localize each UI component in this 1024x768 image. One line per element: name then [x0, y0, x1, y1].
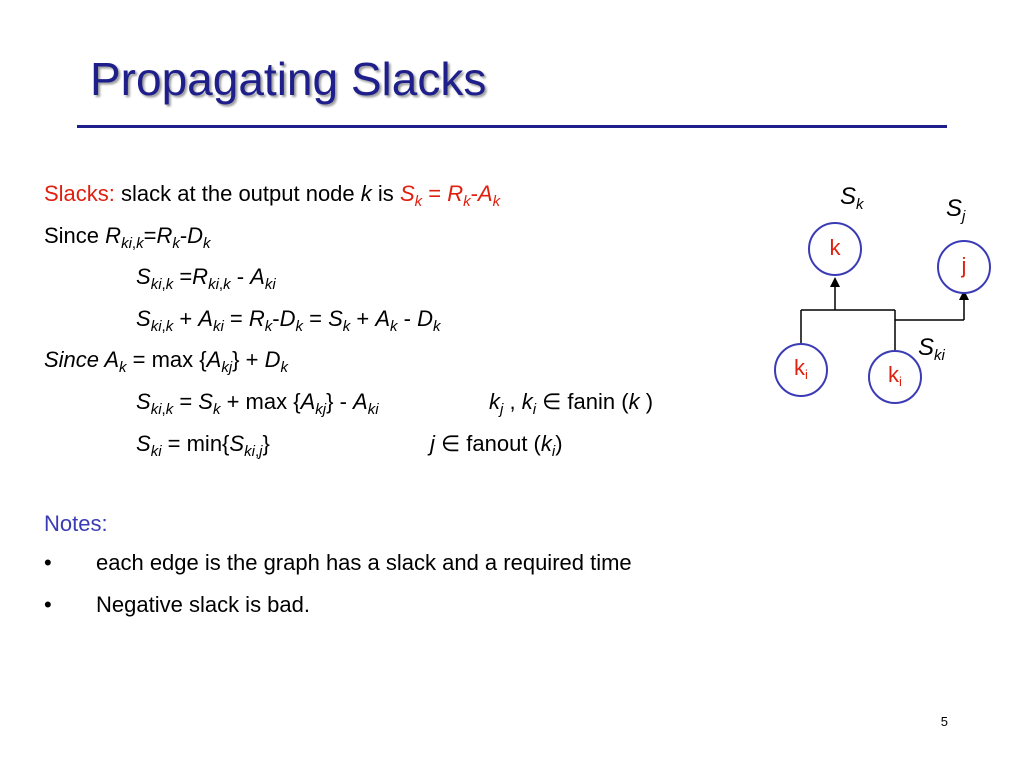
label-Sk: Sk	[840, 183, 864, 213]
slacks-k: k	[360, 181, 372, 206]
slacks-formula: Sk = Rk-Ak	[399, 181, 501, 210]
node-j-label: j	[961, 253, 967, 278]
bullet-marker: •	[44, 550, 52, 575]
slacks-text: slack at the output node	[121, 181, 355, 206]
slacks-label: Slacks:	[44, 181, 115, 206]
node-ki-right-label: ki	[888, 362, 902, 389]
slacks-is: is	[377, 181, 394, 206]
note-item: Negative slack is bad.	[96, 592, 310, 617]
slack-max-line: Ski,k = Sk + max {Akj} - Aki	[136, 389, 379, 418]
fanout-condition: j ∈ fanout (ki)	[430, 431, 563, 460]
label-Sj: Sj	[946, 195, 966, 225]
bullet-marker: •	[44, 592, 52, 617]
since-required-line: Since Rki,k=Rk-Dk	[44, 223, 211, 252]
title-rule	[77, 125, 947, 128]
node-ki-left-label: ki	[794, 355, 808, 382]
note-item: each edge is the graph has a slack and a…	[96, 550, 632, 575]
label-Ski: Ski	[918, 334, 945, 364]
slack-edge-formula-line: Ski,k =Rki,k - Aki	[136, 264, 276, 293]
node-k-label: k	[829, 235, 841, 260]
slack-min-line: Ski = min{Ski,j}	[136, 431, 270, 460]
slack-expansion-line: Ski,k + Aki = Rk-Dk = Sk + Ak - Dk	[136, 306, 441, 335]
notes-label: Notes:	[44, 511, 108, 536]
fanin-condition: kj , ki ∈ fanin (k )	[489, 389, 654, 418]
slide-title: Propagating Slacks	[90, 53, 487, 105]
slacks-definition-line: Slacks: slack at the output node k is Sk…	[44, 180, 501, 210]
since-arrival-line: Since Ak = max {Akj} + Dk	[44, 347, 288, 376]
page-number: 5	[940, 714, 948, 729]
